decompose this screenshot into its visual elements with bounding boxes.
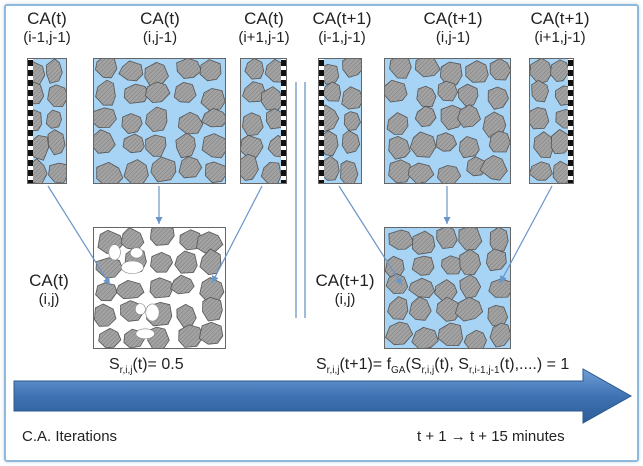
label-ca-t1-right: CA(t+1) (i+1,j-1) — [530, 9, 590, 46]
connector-line — [499, 185, 553, 284]
label-ca-t-mid: CA(t) (i,j-1) — [140, 9, 180, 46]
timeline-arrow — [13, 368, 633, 424]
label-ca-t1-center: CA(t+1) (i,j) — [315, 271, 375, 308]
connector-line — [211, 185, 263, 284]
label-ca-t1-mid: CA(t+1) (i,j-1) — [423, 9, 483, 46]
label-ca-t-center: CA(t) (i,j) — [29, 271, 69, 308]
soil-cell-t-center — [93, 227, 226, 349]
soil-cell-t1-right — [529, 58, 574, 184]
label-ca-t1-left: CA(t+1) (i-1,j-1) — [312, 9, 372, 46]
soil-cell-t1-left — [318, 58, 362, 184]
label-ca-t-left: CA(t) (i-1,j-1) — [23, 9, 71, 46]
label-ca-t-right: CA(t) (i+1,j-1) — [238, 9, 290, 46]
formula-left: Sr,i,j(t)= 0.5 — [109, 356, 184, 377]
connector-line — [47, 185, 111, 286]
soil-cell-t1-mid — [384, 58, 511, 184]
time-step-label: t + 1 → t + 15 minutes — [417, 428, 565, 445]
soil-cell-t1-center — [384, 227, 511, 349]
ca-iterations-label: C.A. Iterations — [22, 428, 118, 445]
soil-cell-t-right — [240, 58, 287, 184]
soil-cell-t-left — [27, 58, 67, 184]
connector-line — [338, 185, 403, 286]
soil-cell-t-mid — [93, 58, 226, 184]
formula-right: Sr,i,j(t+1)= fGA(Sr,i,j(t), Sr,i-1,j-1(t… — [316, 356, 570, 377]
